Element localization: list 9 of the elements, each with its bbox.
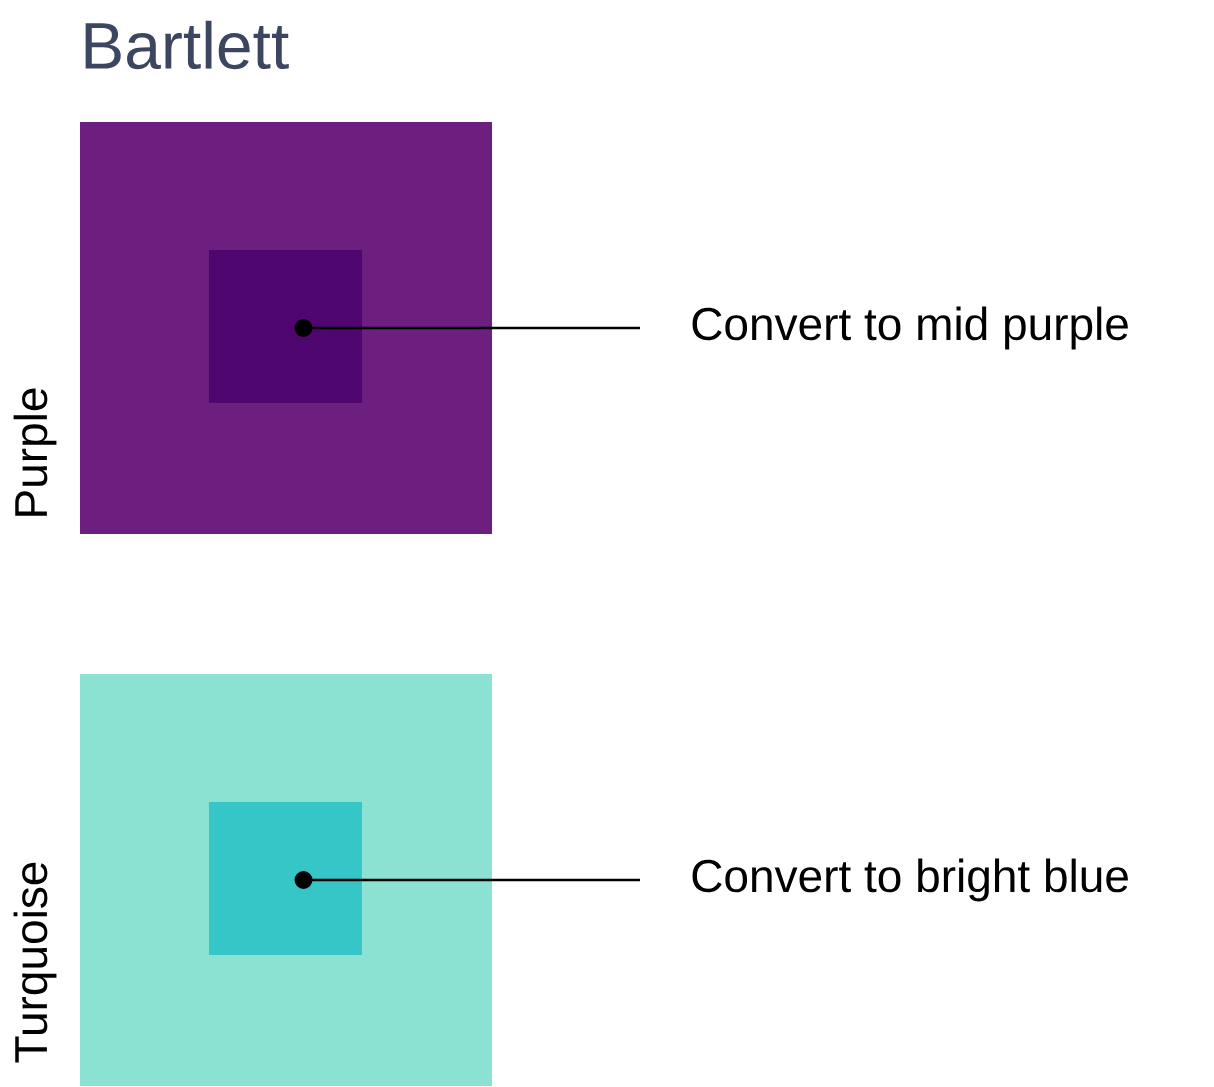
side-label: Purple bbox=[13, 388, 57, 516]
callout-text: Convert to mid purple bbox=[692, 306, 1128, 350]
title: Bartlett bbox=[85, 20, 289, 70]
callout-text: Convert to bright blue bbox=[692, 858, 1128, 902]
leader-line bbox=[294, 319, 640, 337]
side-label: Turquoise bbox=[13, 862, 57, 1063]
square bbox=[209, 250, 362, 403]
square bbox=[209, 802, 362, 955]
leader-line bbox=[294, 871, 640, 889]
